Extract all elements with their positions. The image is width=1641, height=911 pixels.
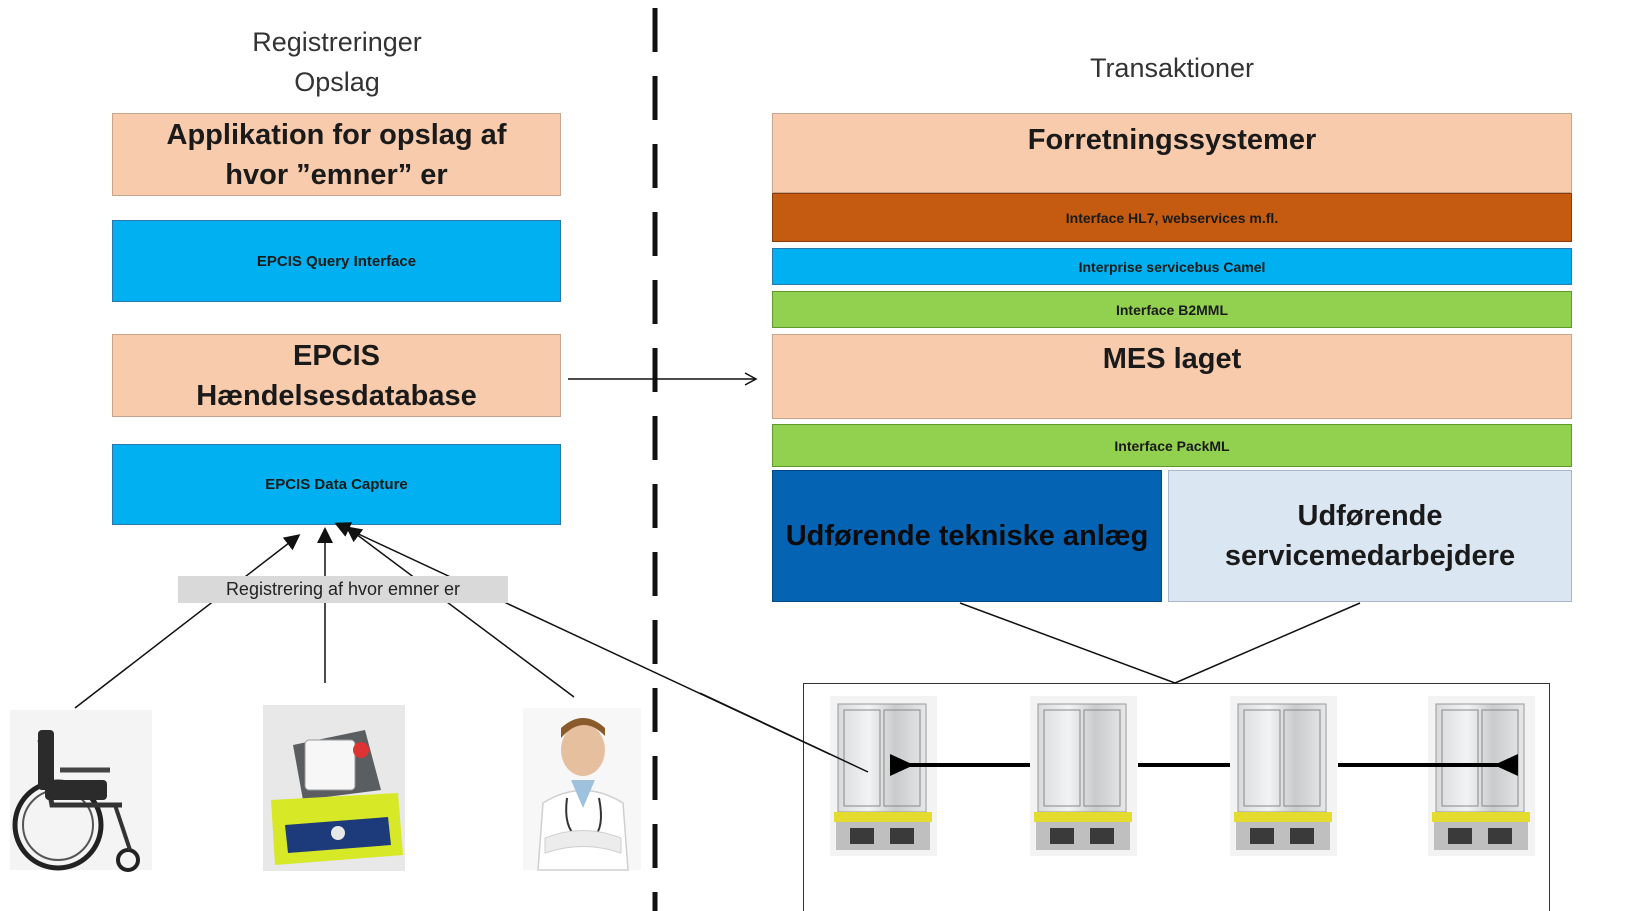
wheelchair-to-capture-line: [74, 534, 301, 709]
technical-plants-label: Udførende tekniske anlæg: [785, 520, 1149, 552]
interface-hl7-label: Interface HL7, webservices m.fl.: [1065, 209, 1279, 226]
left-heading-line2: Opslag: [294, 67, 380, 97]
left-heading-line1: Registreringer: [252, 27, 422, 57]
mes-layer-label: MES laget: [1102, 343, 1242, 375]
defibrillator-icon: [263, 705, 405, 871]
service-bus-box: Interprise servicebus Camel: [772, 248, 1572, 285]
interface-packml-label: Interface PackML: [1114, 437, 1230, 454]
staff-to-cabinets-line: [1174, 602, 1361, 684]
mes-layer-box: MES laget: [772, 334, 1572, 419]
interface-hl7-box: Interface HL7, webservices m.fl.: [772, 193, 1572, 242]
service-staff-line2: servicemedarbejdere: [1224, 540, 1516, 572]
epcis-query-interface-label: EPCIS Query Interface: [256, 252, 417, 270]
service-bus-label: Interprise servicebus Camel: [1078, 258, 1266, 275]
business-systems-box: Forretningssystemer: [772, 113, 1572, 193]
epcis-db-line2: Hændelsesdatabase: [196, 379, 477, 412]
wheelchair-icon: [10, 710, 152, 872]
interface-packml-box: Interface PackML: [772, 424, 1572, 467]
left-heading: Registreringer Opslag: [112, 22, 562, 102]
doctor-icon: [523, 708, 641, 871]
lookup-application-line2: hvor ”emner” er: [225, 158, 448, 191]
interface-b2mml-label: Interface B2MML: [1115, 301, 1229, 318]
epcis-db-line1: EPCIS: [292, 339, 381, 372]
cabinet-1-icon: [830, 696, 937, 856]
epcis-data-capture-label: EPCIS Data Capture: [265, 476, 408, 493]
technical-to-cabinets-line: [959, 602, 1176, 684]
epcis-query-interface-box: EPCIS Query Interface: [112, 220, 561, 302]
cabinet-4-icon: [1428, 696, 1535, 856]
service-staff-line1: Udførende: [1297, 500, 1443, 532]
business-systems-label: Forretningssystemer: [1027, 124, 1317, 156]
service-staff-box: Udførende servicemedarbejdere: [1168, 470, 1572, 602]
cabinet-3-icon: [1230, 696, 1337, 856]
doctor-to-capture-line: [345, 526, 575, 698]
registration-label: Registrering af hvor emner er: [178, 576, 508, 603]
right-heading: Transaktioner: [1089, 53, 1255, 83]
interface-b2mml-box: Interface B2MML: [772, 291, 1572, 328]
lookup-application-box: Applikation for opslag af hvor ”emner” e…: [112, 113, 561, 196]
cabinet-2-icon: [1030, 696, 1137, 856]
technical-plants-box: Udførende tekniske anlæg: [772, 470, 1162, 602]
lookup-application-line1: Applikation for opslag af: [166, 118, 507, 151]
epcis-event-database-box: EPCIS Hændelsesdatabase: [112, 334, 561, 417]
